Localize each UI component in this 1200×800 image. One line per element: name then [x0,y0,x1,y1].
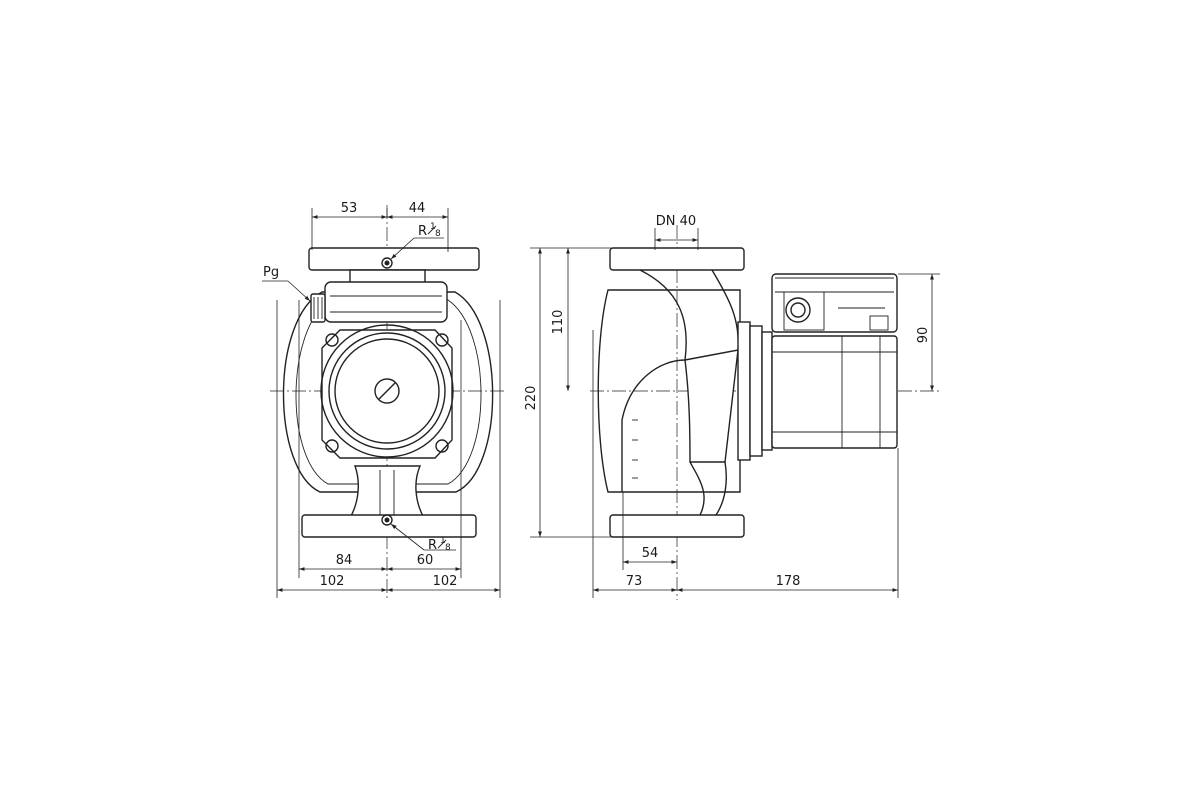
dim-90: 90 [916,327,931,344]
dim-53: 53 [341,201,358,216]
dim-102-left: 102 [320,574,345,589]
side-view: DN 40 220 110 90 54 73 178 [524,214,940,600]
dim-110: 110 [551,310,566,335]
dim-178: 178 [776,574,801,589]
label-r-bottom-den: 8 [445,543,451,553]
label-r-top: R [418,224,427,239]
label-r-bottom: R [428,538,437,553]
label-pg: Pg [263,265,279,280]
label-r-top-num: 1 [430,222,436,232]
dim-84: 84 [336,553,353,568]
dim-220: 220 [524,386,539,411]
dim-73: 73 [626,574,643,589]
dim-54: 54 [642,546,659,561]
dim-102-right: 102 [433,574,458,589]
label-dn40: DN 40 [656,214,696,229]
dim-60: 60 [417,553,434,568]
dim-44: 44 [409,201,426,216]
label-r-bottom-num: 1 [440,536,446,546]
label-r-top-den: 8 [435,229,441,239]
front-view: 53 44 R 1 8 Pg R 1 8 84 60 102 102 [262,201,505,600]
